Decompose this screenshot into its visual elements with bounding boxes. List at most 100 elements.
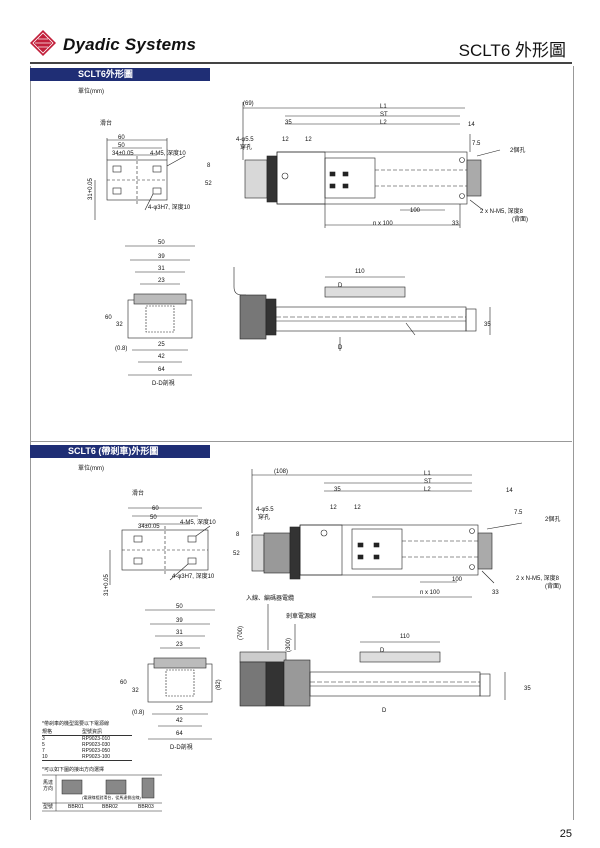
s1-d12b: 12	[305, 137, 312, 143]
exit-direction-diagram	[42, 774, 162, 812]
s2-s35: 35	[524, 686, 531, 692]
section2-title: SCLT6 (帶剎車)外形圖	[30, 445, 210, 458]
section2-main-side-view	[251, 469, 523, 598]
s2-motor-line: 入線、編碼器電纜	[246, 596, 295, 602]
section1-main-side-view	[242, 102, 501, 228]
page-number: 25	[559, 828, 572, 840]
s2-f31: 31	[176, 630, 183, 636]
s1-dview: D-D剖視	[152, 381, 175, 387]
s1-f23: 23	[158, 278, 165, 284]
s1-pin: 4-φ3H7, 深度10	[148, 205, 191, 211]
s2-d12a: 12	[330, 505, 337, 511]
s1-d12a: 12	[282, 137, 289, 143]
s1-m5b: 2 x N-M5, 深度8	[480, 209, 524, 215]
table-row: 7 RP9023-050	[42, 748, 132, 754]
resistor-note: *帶剎車的機型需要以下電源線	[42, 721, 109, 727]
s1-s35: 35	[484, 322, 491, 328]
content-frame	[30, 66, 574, 820]
table-row: 5 RP9023-030	[42, 742, 132, 748]
s1-f42: 42	[158, 354, 165, 360]
s2-d108: (108)	[274, 469, 289, 475]
s2-d100: 100	[452, 577, 463, 583]
resistor-model: RP9023-100	[82, 754, 111, 760]
resistor-model: RP9023-030	[82, 742, 111, 748]
s1-d14: 14	[468, 122, 475, 128]
s2-d8: 8	[236, 532, 240, 538]
s2-ST: ST	[424, 479, 432, 485]
s2-d14: 14	[506, 488, 513, 494]
s2-d300: (300)	[286, 637, 292, 652]
s2-f23: 23	[176, 642, 183, 648]
resistor-table-head: 規格 型號資訊	[42, 729, 132, 736]
s2-hole: 4-φ5.5	[256, 507, 274, 513]
s2-sD1: D	[380, 648, 385, 654]
resistor-head-spec: 規格	[42, 729, 53, 735]
s2-d52: 52	[233, 551, 240, 557]
section2-front-view	[145, 609, 215, 740]
s2-s110: 110	[400, 634, 410, 640]
s2-L1: L1	[424, 471, 431, 477]
s1-sD1: D	[338, 283, 343, 289]
brand-name: Dyadic Systems	[63, 35, 197, 54]
s2-w60: 60	[152, 506, 159, 512]
s1-f50: 50	[158, 240, 165, 246]
s2-f32: 32	[132, 688, 139, 694]
exit-mid-note: (電源線相對滑台，從馬達側出線)	[82, 795, 141, 800]
s1-m5: 4-M5, 深度10	[150, 151, 186, 157]
s1-f60: 60	[105, 315, 112, 321]
section1-unit: 單位(mm)	[78, 89, 104, 95]
section1-side-section-view	[233, 267, 491, 351]
s2-side-h: 31+0.05	[104, 574, 110, 596]
s2-f08: (0.8)	[132, 710, 145, 716]
s1-tol: 34±0.05	[112, 151, 134, 157]
exit-bbr03: BBR03	[138, 804, 154, 810]
s2-nx100: n x 100	[420, 590, 440, 596]
s2-pin: 4-φ3H7, 深度10	[172, 574, 215, 580]
s1-m5b-note: (背面)	[512, 217, 528, 223]
s2-d12b: 12	[354, 505, 361, 511]
section-divider	[30, 441, 572, 442]
s1-sD2: D	[338, 345, 343, 351]
section2-unit: 單位(mm)	[78, 466, 104, 472]
s2-f39: 39	[176, 618, 183, 624]
s2-m5b-note: (背面)	[545, 584, 561, 590]
dyadic-diamond-logo-icon	[30, 30, 56, 56]
header-rule	[30, 62, 572, 64]
s2-w50: 50	[150, 515, 157, 521]
s1-hole-note: 穿孔	[240, 145, 253, 151]
exit-model-label: 型號	[43, 804, 54, 810]
resistor-spec: 5	[42, 742, 45, 748]
resistor-model: RP9023-010	[82, 736, 111, 742]
s1-f25: 25	[158, 342, 165, 348]
s1-d8: 8	[207, 163, 211, 169]
s2-dview: D-D剖視	[170, 745, 193, 751]
s1-two-sides: 2個孔	[510, 148, 526, 154]
s2-m5: 4-M5, 深度10	[180, 520, 216, 526]
section1-slider-top-view	[94, 138, 186, 220]
section1-front-view	[125, 245, 195, 376]
resistor-spec: 7	[42, 748, 45, 754]
s1-f39: 39	[158, 254, 165, 260]
s2-d33: 33	[492, 590, 499, 596]
section1-title: SCLT6外形圖	[30, 68, 210, 81]
s2-d700: (700)	[238, 625, 244, 640]
s2-d75: 7.5	[514, 510, 523, 516]
s1-w50: 50	[118, 143, 125, 149]
s1-side-h: 31+0.05	[88, 178, 94, 200]
s2-tol: 34±0.05	[138, 524, 160, 530]
s1-s110: 110	[355, 269, 365, 275]
s1-f32: 32	[116, 322, 123, 328]
table-row: 3 RP9023-010	[42, 736, 132, 742]
s2-sD2: D	[382, 708, 387, 714]
page-header: Dyadic Systems SCLT6 外形圖	[0, 0, 600, 66]
resistor-table: 規格 型號資訊 3 RP9023-010 5 RP9023-030 7 RP90…	[42, 729, 132, 761]
s2-L2: L2	[424, 487, 431, 493]
s1-d100: 100	[410, 208, 421, 214]
s1-w60: 60	[118, 135, 125, 141]
s1-hole: 4-φ5.5	[236, 137, 254, 143]
s1-nx100: n x 100	[373, 221, 393, 227]
s2-f42: 42	[176, 718, 183, 724]
s1-L2: L2	[380, 120, 387, 126]
s1-d52: 52	[205, 181, 212, 187]
section2-slider-top-view	[109, 507, 211, 585]
